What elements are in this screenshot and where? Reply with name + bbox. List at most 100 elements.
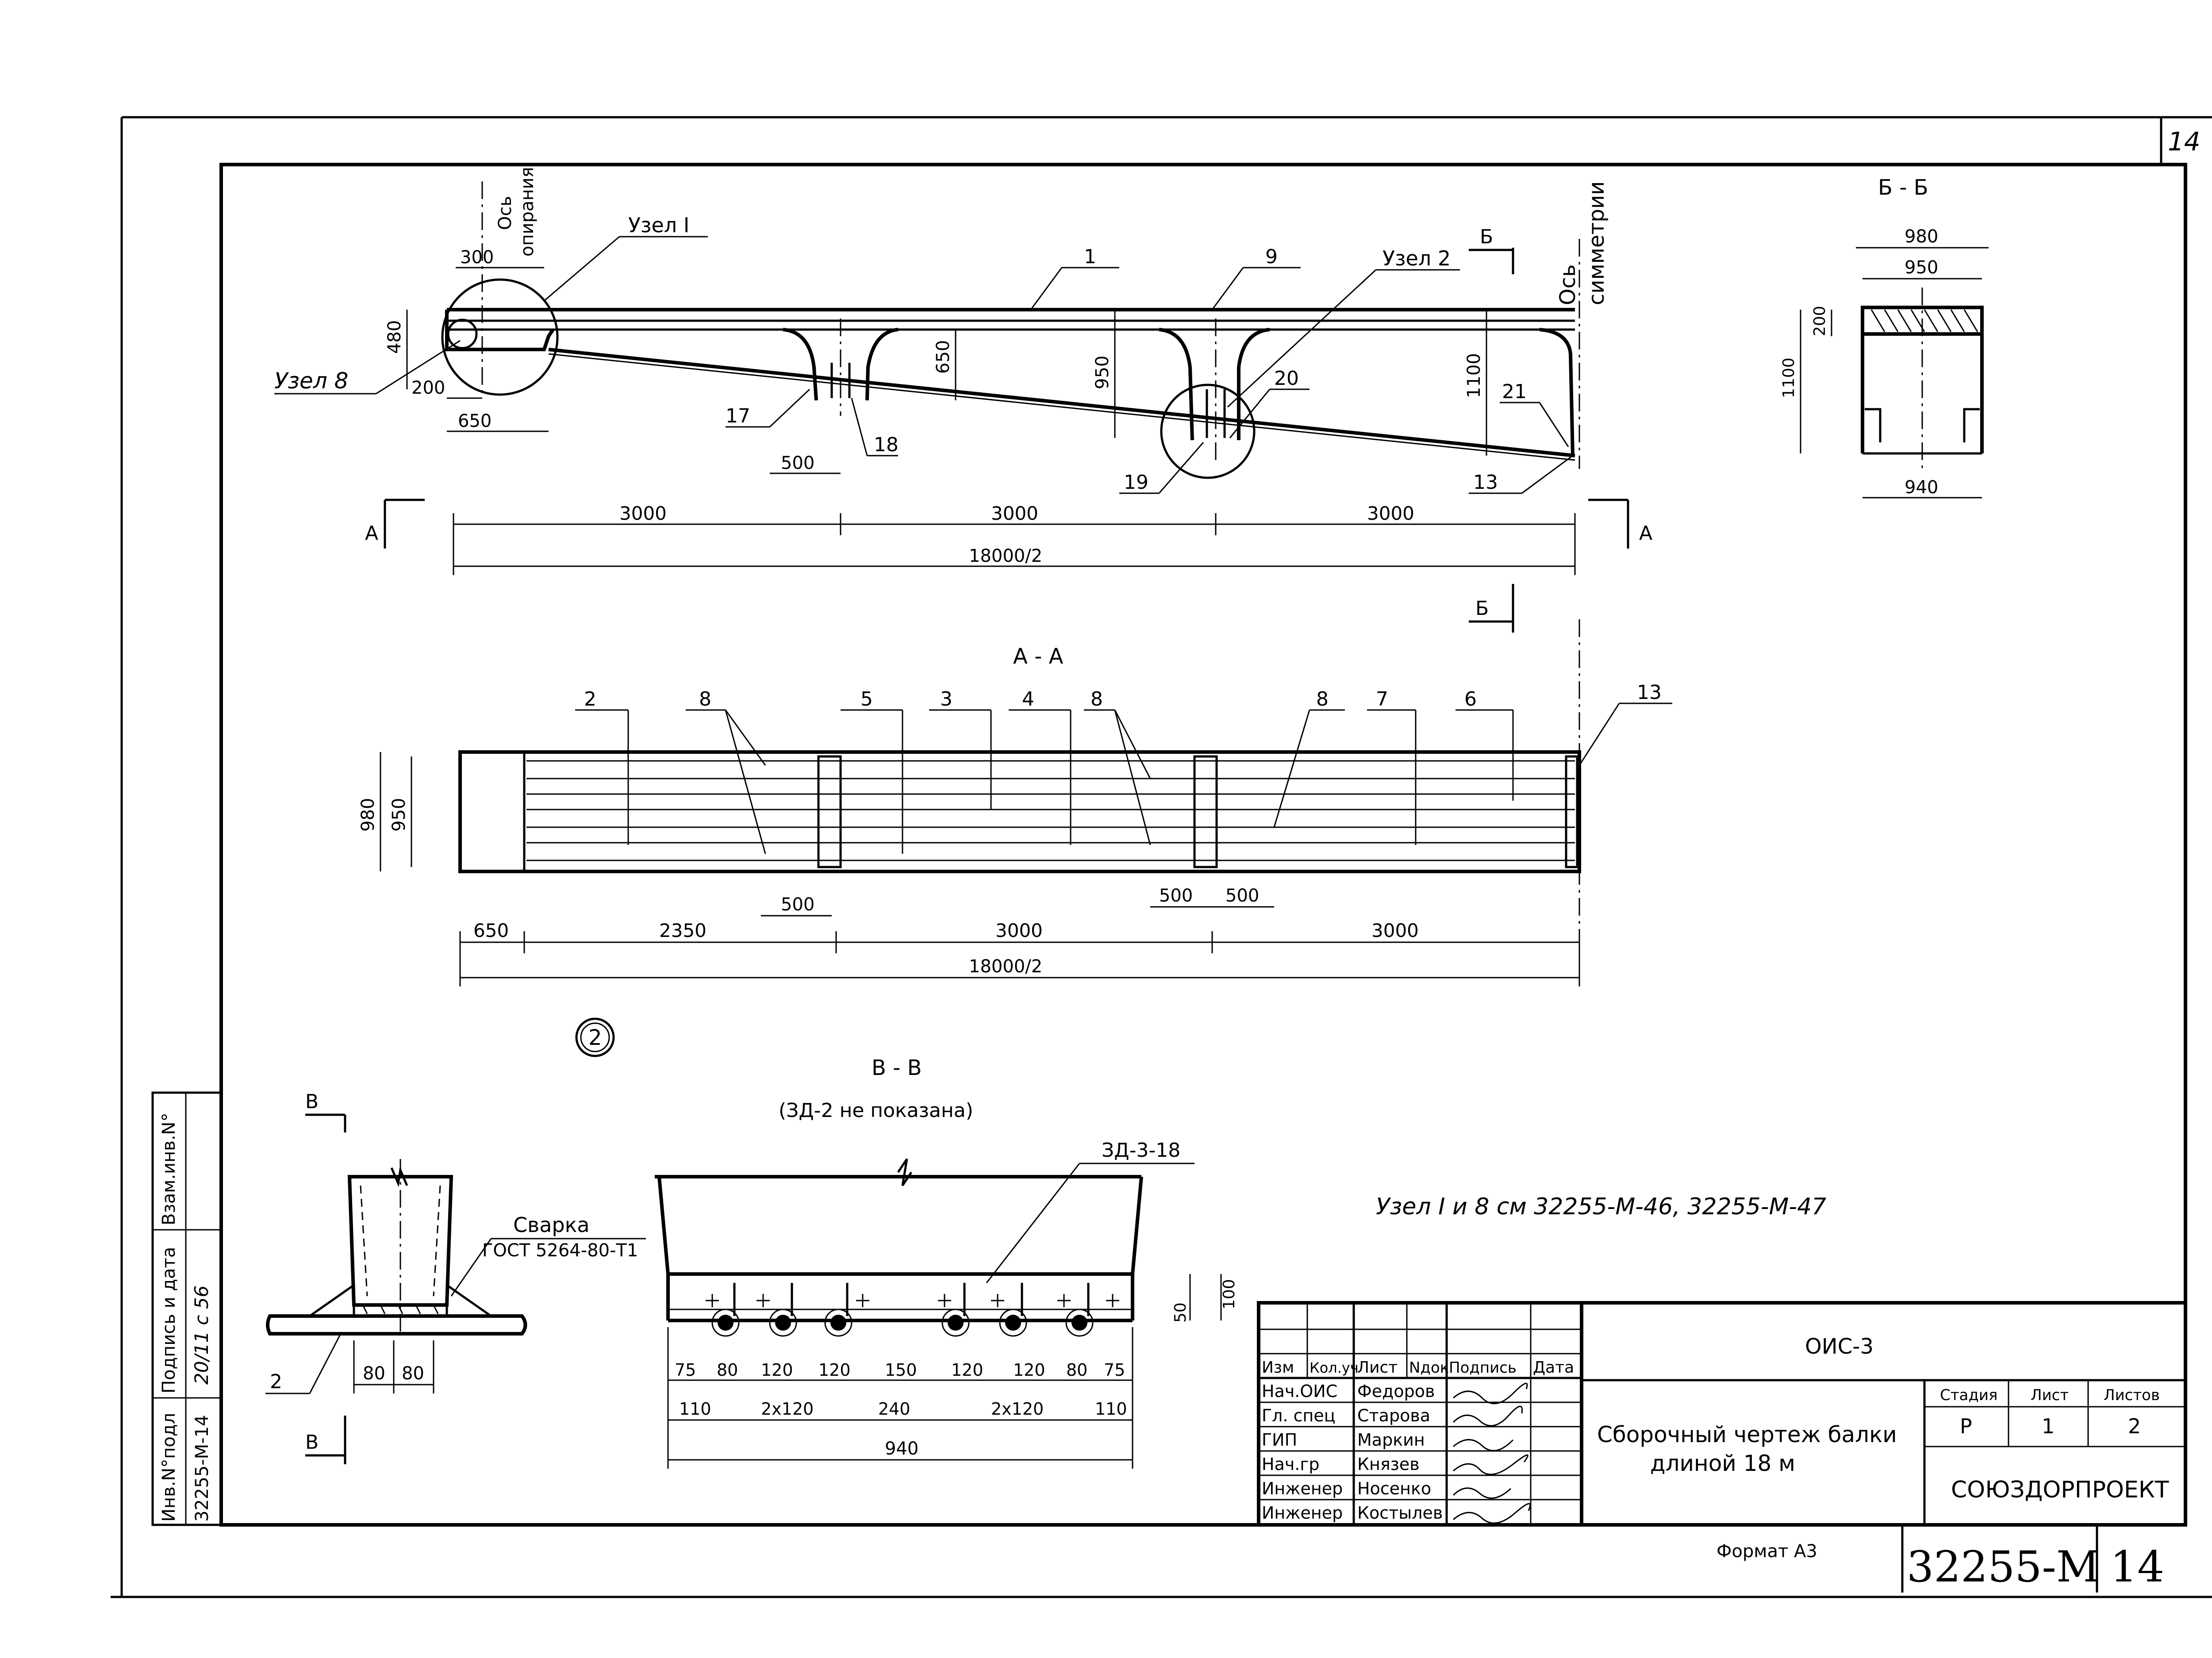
tb-h-podpis: Подпись — [1449, 1359, 1517, 1377]
vv-total-940: 940 — [885, 1439, 918, 1459]
sheet-frame: 14 — [111, 116, 2212, 1598]
support-axis-label-2: опирания — [517, 167, 538, 257]
tb-role-3: Нач.гр — [1262, 1455, 1319, 1474]
vv-r1-3: 120 — [818, 1360, 851, 1380]
plan-pos-13: 13 — [1637, 681, 1662, 704]
plan-pos-2: 2 — [584, 688, 596, 710]
vv-r1-5: 120 — [951, 1360, 983, 1380]
tb-sheet: 1 — [2042, 1414, 2055, 1438]
title-grid-lines — [1259, 1303, 1582, 1525]
beam-elevation: Ось опирания Ось симметрии Узел I Узел 2… — [274, 167, 1652, 633]
dim-650-left: 650 — [458, 411, 492, 431]
plan-dim-500-c: 500 — [1225, 886, 1259, 906]
plan-pos-7: 7 — [1376, 688, 1388, 710]
tb-h-ndok: Nдок — [1409, 1359, 1449, 1377]
vv-r1-6: 120 — [1013, 1360, 1045, 1380]
vv-r1-1: 80 — [717, 1360, 738, 1380]
plan-dim-3000-b: 3000 — [1371, 920, 1419, 941]
plan-dim-18000: 18000/2 — [969, 956, 1042, 977]
pos-13: 13 — [1473, 471, 1498, 494]
dim-480: 480 — [384, 320, 405, 354]
bb-dim-200: 200 — [1811, 306, 1829, 336]
tb-title-line-2: длиной 18 м — [1650, 1451, 1795, 1476]
plan-dim-650: 650 — [473, 920, 509, 941]
cut-b-top: Б — [1480, 226, 1493, 248]
vv-r2-3: 2x120 — [991, 1399, 1044, 1419]
title-block: Изм Кол.уч Лист Nдок Подпись Дата Нач.ОИ… — [1257, 1301, 2187, 1527]
vv-r2-1: 2x120 — [761, 1399, 814, 1419]
pos-19: 19 — [1124, 471, 1148, 494]
vzam-label: Взам.инв.N° — [159, 1113, 179, 1225]
tb-role-1: Гл. спец — [1262, 1406, 1336, 1425]
vv-r2-0: 110 — [679, 1399, 711, 1419]
weld-label: Сварка — [513, 1213, 590, 1237]
plan-pos-5: 5 — [860, 688, 873, 710]
bb-dim-1100: 1100 — [1780, 357, 1798, 398]
tb-role-2: ГИП — [1262, 1430, 1297, 1450]
dim-3000-c: 3000 — [1367, 503, 1414, 524]
cut-a-right: А — [1639, 522, 1652, 545]
vv-r1-7: 80 — [1066, 1360, 1087, 1380]
section-vv-title: В - В — [872, 1055, 922, 1080]
plan-dim-2350: 2350 — [659, 920, 707, 941]
bb-dim-980: 980 — [1905, 226, 1938, 247]
tb-h-koluch: Кол.уч — [1310, 1359, 1359, 1376]
plan-dim-950: 950 — [389, 798, 409, 832]
circle-mark-number: 2 — [588, 1025, 602, 1050]
dim-300: 300 — [460, 247, 494, 268]
plan-pos-8-b: 8 — [1091, 688, 1103, 710]
tb-title-line-1: Сборочный чертеж балки — [1597, 1422, 1897, 1447]
tb-signatures — [1452, 1382, 1531, 1524]
section-vv: В - В (ЗД-2 не показана) ЗД-3-18 50 100 — [655, 1055, 1238, 1469]
weld-pos-2: 2 — [270, 1370, 282, 1393]
vv-r1-2: 120 — [761, 1360, 793, 1380]
tb-stage: Р — [1960, 1414, 1972, 1438]
dim-18000-elev: 18000/2 — [969, 546, 1042, 566]
circle-mark: 2 — [575, 1017, 615, 1057]
tb-sheets-label: Листов — [2104, 1386, 2160, 1404]
tb-sheet-label: Лист — [2031, 1386, 2069, 1404]
vv-dim-100: 100 — [1220, 1279, 1238, 1309]
plan-pos-8-a: 8 — [699, 688, 711, 710]
tb-role-0: Нач.ОИС — [1262, 1382, 1337, 1401]
vv-row1: 75 80 120 120 150 120 120 80 75 — [675, 1360, 1125, 1380]
weld-gost: ГОСТ 5264-80-Т1 — [482, 1240, 638, 1261]
plan-pos-3: 3 — [940, 688, 952, 710]
tb-stage-label: Стадия — [1940, 1386, 1997, 1404]
plan-pos-8-c: 8 — [1316, 688, 1329, 710]
bottom-strip: Формат А3 32255-М 14 — [1717, 1525, 2164, 1593]
tb-h-list: Лист — [1357, 1359, 1398, 1377]
section-aa-plan: А - А 2 8 5 3 4 8 8 7 6 13 — [358, 619, 1672, 991]
vv-r1-8: 75 — [1104, 1360, 1125, 1380]
tb-name-2: Маркин — [1357, 1430, 1425, 1450]
vv-r1-0: 75 — [675, 1360, 696, 1380]
tb-project-code: ОИС-3 — [1805, 1334, 1874, 1359]
symmetry-axis-label-1: Ось — [1555, 265, 1580, 305]
vv-r2-2: 240 — [878, 1399, 910, 1419]
sign-date-value: 20/11 с 56 — [191, 1286, 212, 1385]
tb-name-0: Федоров — [1357, 1382, 1435, 1401]
pos-20: 20 — [1274, 367, 1299, 390]
tb-sheets: 2 — [2128, 1414, 2141, 1438]
dim-950: 950 — [1092, 356, 1113, 389]
tb-h-data: Дата — [1533, 1359, 1574, 1377]
corner-sheet-number: 14 — [2168, 127, 2200, 157]
pos-17: 17 — [726, 405, 750, 427]
node-2-label: Узел 2 — [1382, 246, 1451, 270]
tb-name-1: Старова — [1357, 1406, 1430, 1425]
plan-dim-500-b: 500 — [1159, 886, 1193, 906]
tb-h-izm: Изм — [1262, 1359, 1294, 1377]
dim-1100: 1100 — [1464, 353, 1484, 398]
weld-cut-top: В — [305, 1090, 319, 1113]
cut-a-left: А — [365, 522, 378, 545]
dim-200: 200 — [411, 378, 445, 398]
support-axis-label-1: Ось — [495, 196, 515, 230]
plan-dim-980: 980 — [358, 798, 378, 832]
pos-9: 9 — [1265, 246, 1278, 268]
section-bb-title: Б - Б — [1878, 175, 1928, 200]
symmetry-axis-label-2: симметрии — [1584, 181, 1609, 305]
plan-dim-500-a: 500 — [781, 894, 814, 915]
weld-detail: В В Сварка ГОСТ 5264-80-Т1 2 80 80 — [265, 1090, 646, 1464]
doc-code: 32255-М — [1907, 1542, 2100, 1592]
